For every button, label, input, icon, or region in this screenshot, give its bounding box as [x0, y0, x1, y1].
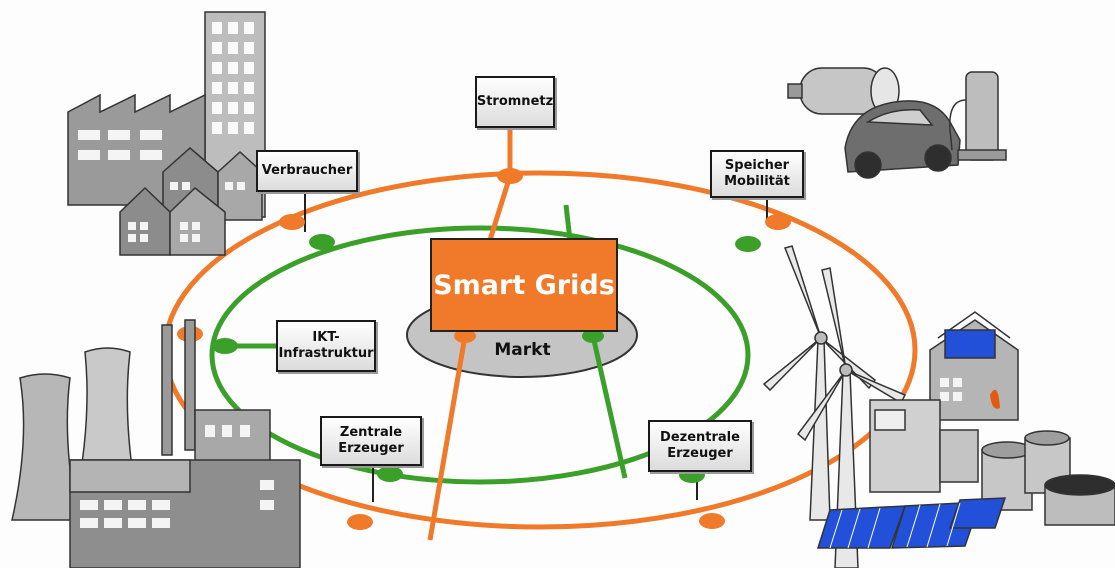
node-ikt-line2: Infrastruktur — [278, 346, 374, 361]
node-dezentrale-line2: Erzeuger — [667, 446, 733, 461]
node-stromnetz-label: Stromnetz — [476, 94, 554, 109]
consumer-buildings-illustration — [67, 11, 266, 256]
node-ikt-infrastruktur: IKT- Infrastruktur — [276, 320, 376, 372]
node-speicher-line2: Mobilität — [724, 174, 790, 189]
storage-mobility-illustration — [787, 67, 1007, 179]
smart-grids-title: Smart Grids — [433, 269, 615, 301]
node-stromnetz: Stromnetz — [475, 76, 555, 128]
node-speicher-mobilitaet: Speicher Mobilität — [710, 150, 804, 198]
node-zentrale-line2: Erzeuger — [338, 441, 404, 456]
node-zentrale-line1: Zentrale — [339, 425, 403, 440]
node-verbraucher: Verbraucher — [256, 150, 358, 192]
decentral-generators-illustration — [816, 311, 1115, 549]
node-ikt-line1: IKT- — [312, 330, 340, 345]
ict-ring — [209, 225, 751, 485]
node-dezentrale-erzeuger: Dezentrale Erzeuger — [648, 420, 752, 472]
wind-turbines-illustration — [762, 245, 907, 568]
node-zentrale-erzeuger: Zentrale Erzeuger — [320, 416, 422, 466]
power-nodes — [177, 168, 791, 530]
central-power-plant-illustration — [11, 319, 301, 568]
smart-grids-box: Smart Grids — [430, 238, 618, 332]
node-verbraucher-label: Verbraucher — [261, 163, 353, 178]
node-dezentrale-line1: Dezentrale — [660, 430, 740, 445]
node-speicher-line1: Speicher — [724, 158, 790, 173]
market-label: Markt — [494, 340, 551, 360]
